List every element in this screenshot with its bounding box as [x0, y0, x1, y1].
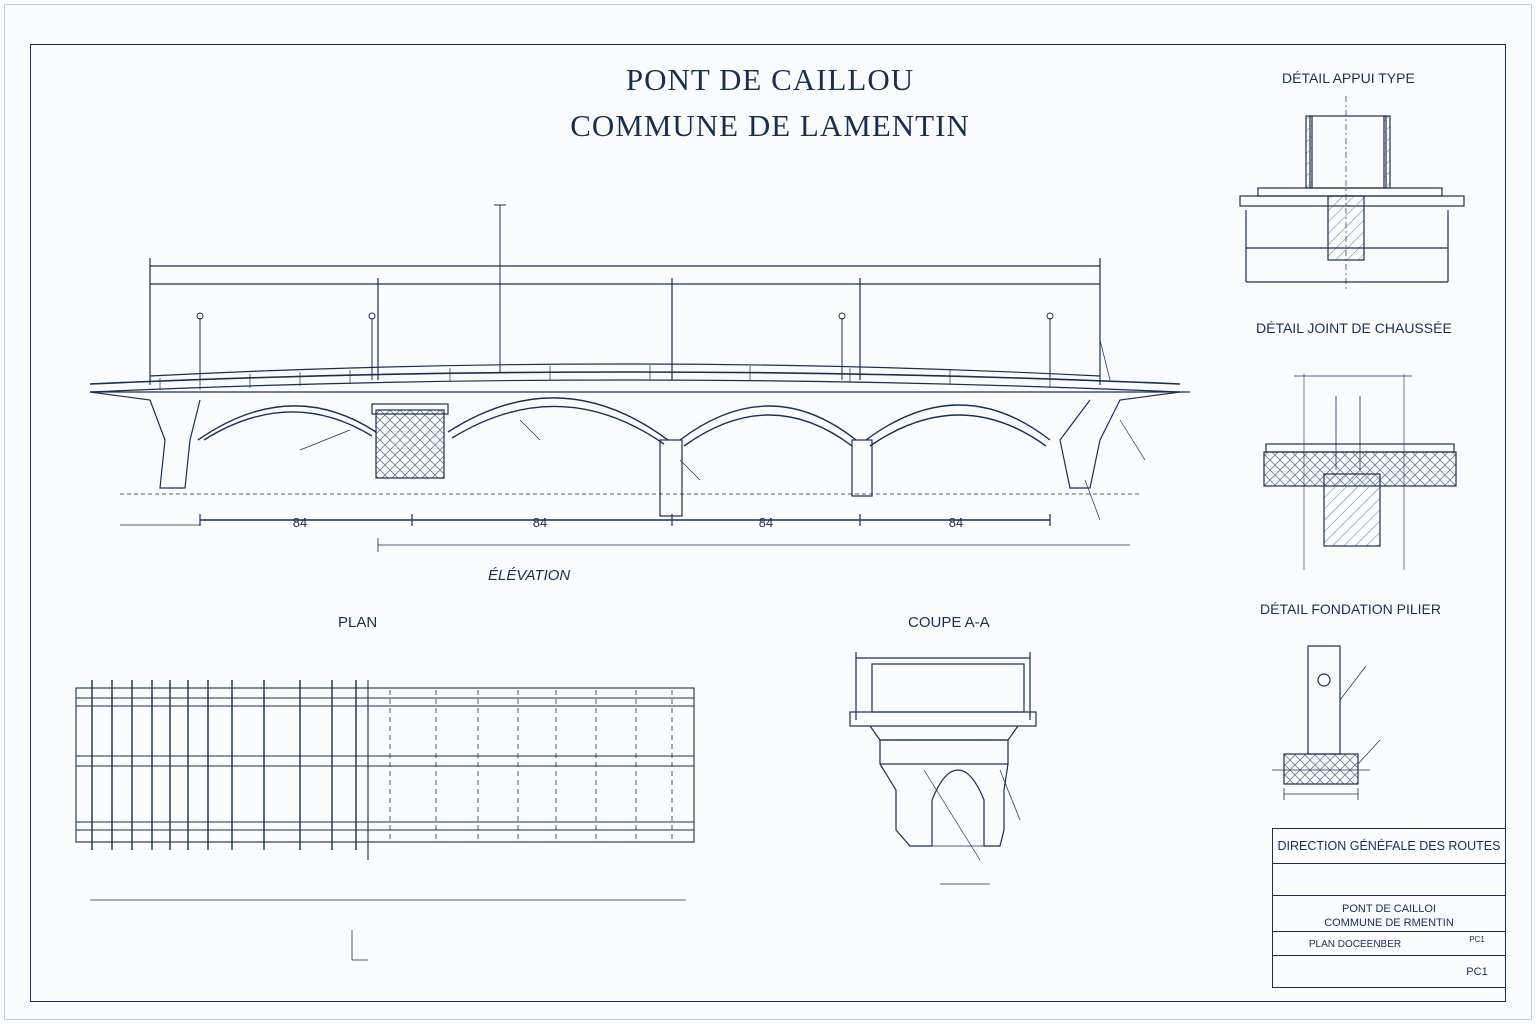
detail-fondation-drawing — [1272, 645, 1381, 800]
detail-appui-drawing — [1239, 96, 1465, 290]
span-label-4: 84 — [949, 515, 963, 530]
title-block-divider-4 — [1273, 955, 1505, 956]
title-block-organisation: DIRECTION GÉNÉFALE DES ROUTES — [1277, 839, 1501, 853]
drawing-title-line1: PONT DE CAILLOU — [625, 62, 915, 97]
span-label-1: 84 — [293, 515, 307, 530]
detail-joint-drawing — [1263, 374, 1457, 570]
span-label-3: 84 — [759, 515, 773, 530]
elevation-view — [89, 204, 1190, 552]
title-block-drawing-code-small: PC1 — [1469, 935, 1485, 944]
lamp-posts — [196, 204, 1054, 380]
outer-border — [4, 4, 1532, 1020]
title-block-divider — [1273, 863, 1505, 864]
plan-title: PLAN — [338, 614, 378, 631]
title-block-project-line2: COMMUNE DE RMENTIN — [1324, 917, 1454, 929]
coupe-title: COUPE A-A — [908, 614, 990, 631]
title-block: DIRECTION GÉNÉFALE DES ROUTES PONT DE CA… — [1272, 828, 1506, 988]
plan-view — [75, 680, 695, 961]
span-ticks — [377, 278, 861, 380]
elevation-title: ÉLÉVATION — [488, 567, 571, 584]
section-view — [849, 652, 1037, 885]
detail-joint-title: DÉTAIL JOINT DE CHAUSSÉE — [1256, 320, 1452, 336]
detail-fondation-title: DÉTAIL FONDATION PILIER — [1260, 601, 1441, 617]
title-block-drawing-title: PLAN DOCEENBER — [1308, 939, 1402, 950]
drawing-title-line2: COMMUNE DE LAMENTIN — [570, 108, 970, 143]
title-block-drawing-code: PC1 — [1466, 966, 1488, 978]
plan-crossbeams — [91, 680, 357, 850]
title-block-divider-3 — [1273, 931, 1505, 932]
title-block-divider-2 — [1273, 895, 1505, 896]
title-block-project-line1: PONT DE CAILLOI — [1342, 903, 1436, 915]
span-label-2: 84 — [533, 515, 547, 530]
arches — [197, 397, 1051, 447]
drawing-frame — [30, 44, 1506, 1002]
detail-appui-title: DÉTAIL APPUI TYPE — [1282, 70, 1415, 86]
